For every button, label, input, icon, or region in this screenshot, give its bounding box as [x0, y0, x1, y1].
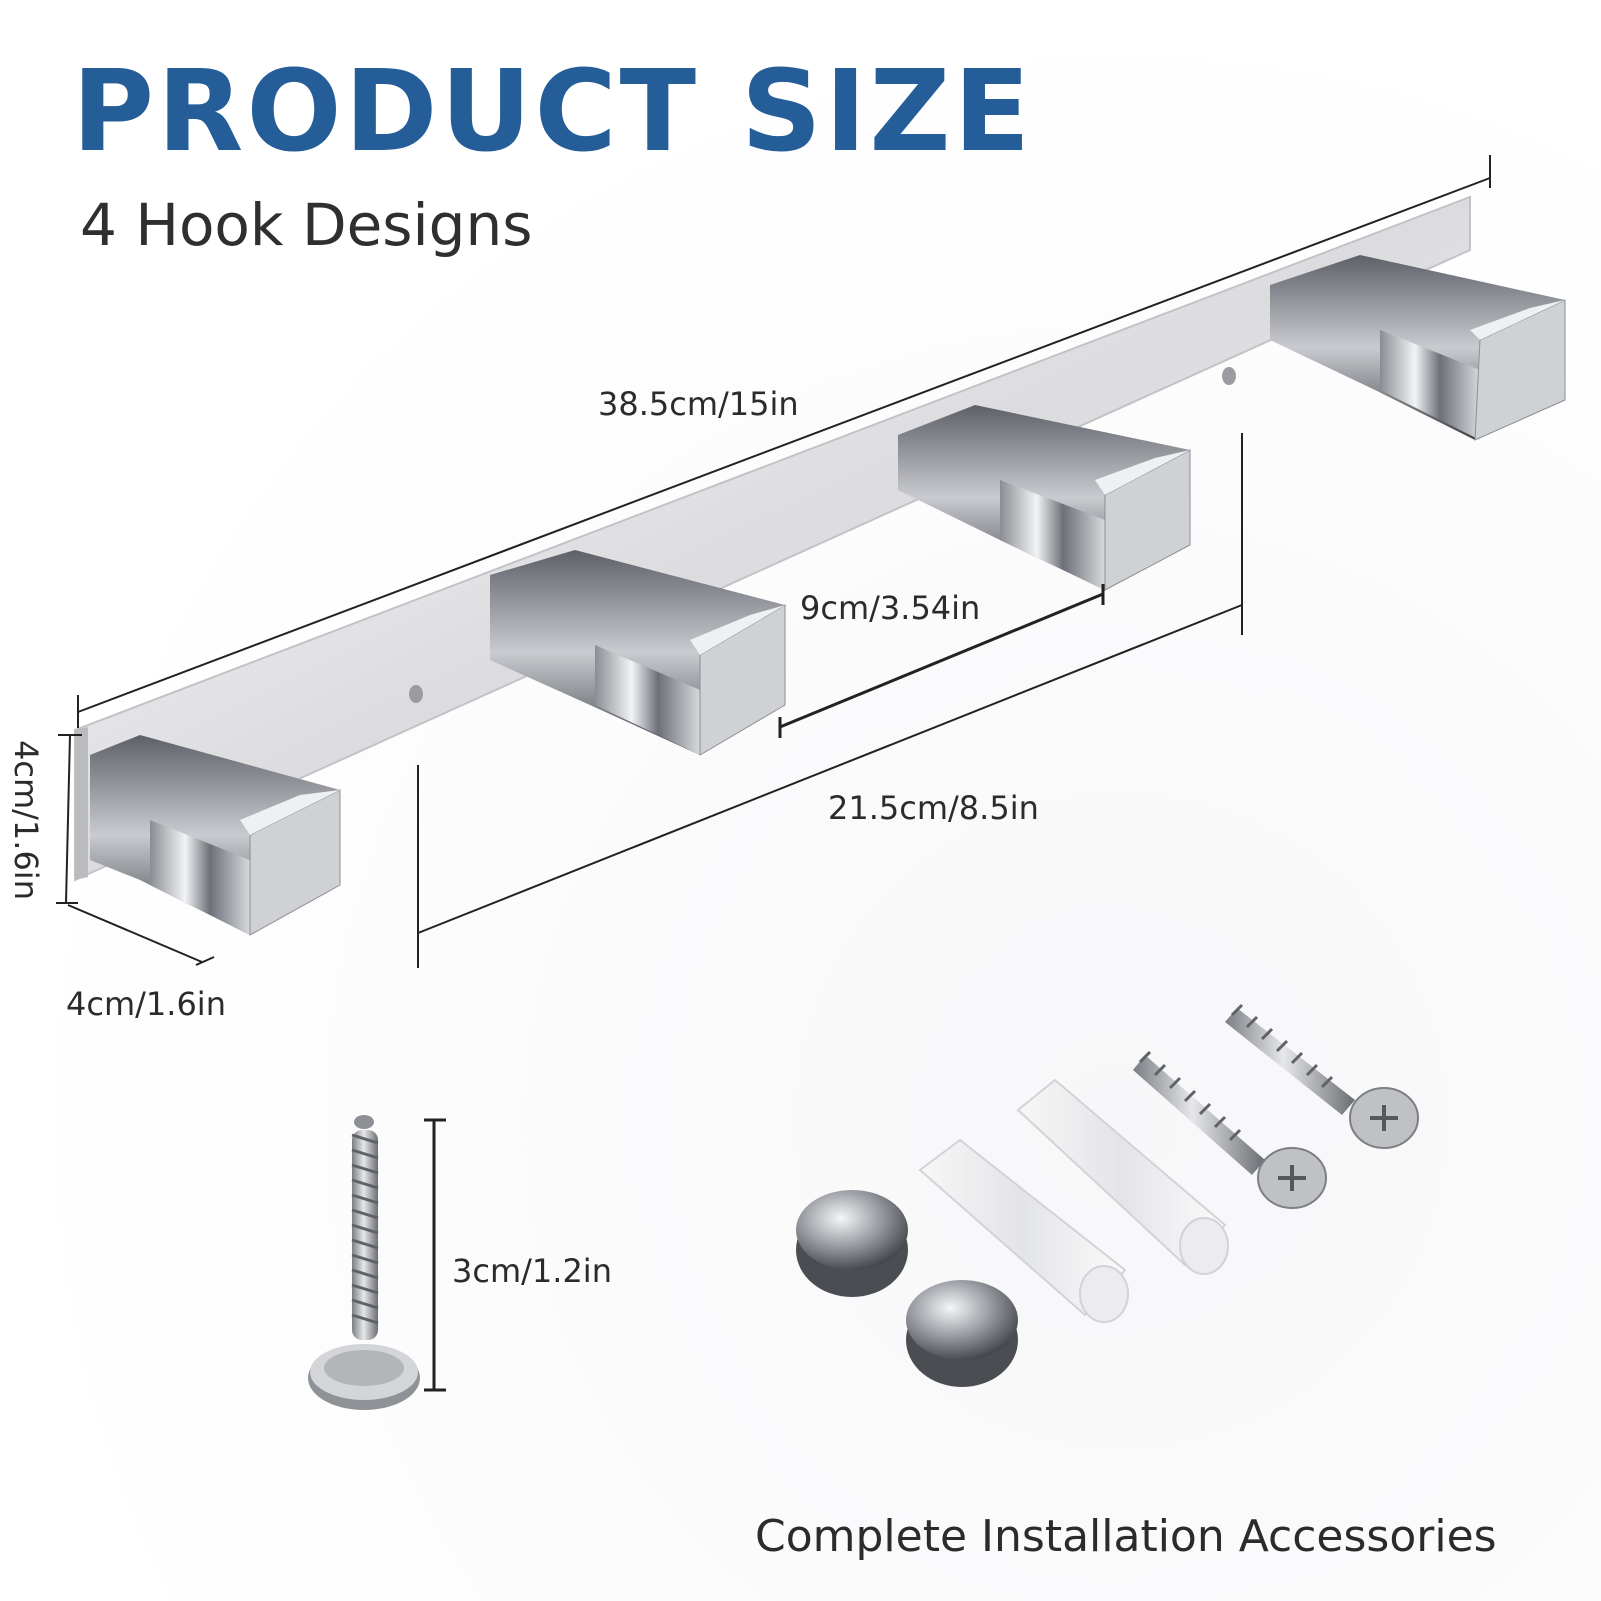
mount-hole-icon — [1222, 367, 1236, 385]
dimension-line-hook-spacing — [779, 592, 1104, 729]
hook-icon — [90, 735, 341, 936]
page-subtitle: 4 Hook Designs — [80, 191, 533, 259]
accessories-caption: Complete Installation Accessories — [755, 1511, 1497, 1562]
dimension-lines — [56, 155, 1491, 1392]
dimension-label-hook-spacing: 9cm/3.54in — [800, 589, 981, 627]
screw-icon — [1133, 1050, 1327, 1209]
hook-icon — [1270, 255, 1566, 441]
dimension-label-hole-spacing: 21.5cm/8.5in — [828, 789, 1039, 827]
page-title: PRODUCT SIZE — [72, 47, 1034, 177]
dimension-line-hole-spacing — [417, 604, 1243, 934]
dimension-line-depth — [67, 904, 203, 963]
dimension-label-height: 4cm/1.6in — [7, 740, 45, 900]
mount-hole-icon — [409, 685, 423, 703]
hook-icon — [490, 550, 786, 756]
dimension-line-height — [65, 734, 71, 904]
hook-rail-plate — [74, 195, 1471, 882]
cap-icon — [796, 1190, 908, 1297]
screw-icon — [1225, 1003, 1419, 1149]
hook-icon — [898, 405, 1191, 591]
wall-anchor-icon — [1016, 1078, 1229, 1275]
dimension-label-depth: 4cm/1.6in — [66, 985, 226, 1023]
wall-anchor-icon — [918, 1138, 1129, 1323]
dimension-label-total-length: 38.5cm/15in — [598, 385, 799, 423]
dimension-label-screw-length: 3cm/1.2in — [452, 1252, 612, 1290]
cap-icon — [906, 1280, 1018, 1387]
screw-icon — [308, 1115, 420, 1410]
dimension-line-total-length — [77, 177, 1491, 713]
